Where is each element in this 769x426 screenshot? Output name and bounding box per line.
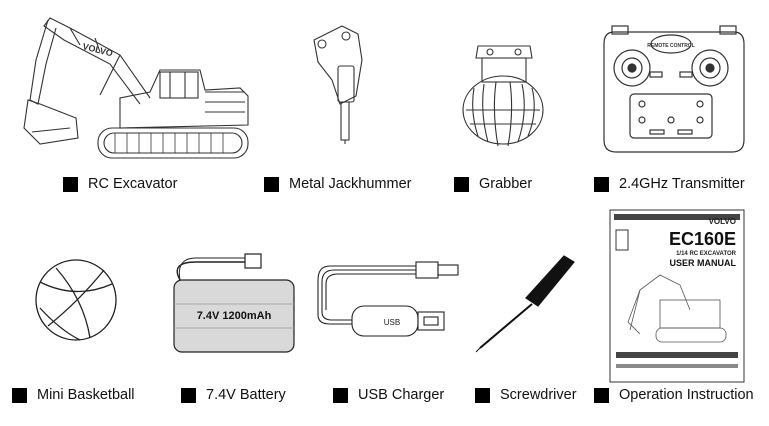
bullet-square [475, 387, 490, 403]
item-mini-basketball: Mini Basketball [12, 387, 135, 403]
usb-text: USB [384, 318, 400, 327]
item-transmitter: 2.4GHz Transmitter [594, 176, 745, 192]
bullet-square [333, 387, 348, 403]
bullet-square [594, 176, 609, 192]
manual-brand-text: VOLVO [709, 217, 736, 226]
operation-manual-drawing [609, 209, 745, 383]
item-rc-excavator: RC Excavator [63, 176, 177, 192]
item-label-text: 7.4V Battery [206, 387, 286, 403]
jackhammer-drawing [313, 25, 363, 144]
item-usb-charger: USB Charger [333, 387, 444, 403]
grabber-drawing [462, 45, 544, 147]
item-label-text: RC Excavator [88, 176, 178, 192]
item-label-text: Grabber [479, 176, 533, 192]
item-label-text: Screwdriver [500, 387, 577, 403]
item-metal-jackhammer: Metal Jackhummer [264, 176, 411, 192]
bullet-square [181, 387, 196, 403]
item-label-text: Metal Jackhummer [289, 176, 412, 192]
excavator-brand-text: VOLVO [82, 41, 114, 58]
transmitter-drawing [603, 25, 745, 153]
item-operation-instruction: Operation Instruction [594, 387, 754, 403]
bullet-square [264, 176, 279, 192]
usb-charger-drawing [317, 261, 459, 337]
screwdriver-drawing [475, 255, 575, 353]
basketball-drawing [35, 259, 117, 341]
manual-subtitle-text: 1/14 RC EXCAVATOR [676, 251, 737, 257]
bullet-square [454, 176, 469, 192]
item-label-text: Mini Basketball [37, 387, 135, 403]
bullet-square [594, 387, 609, 403]
item-label-text: Operation Instruction [619, 387, 754, 403]
item-label-text: 2.4GHz Transmitter [619, 176, 745, 192]
item-label-text: USB Charger [358, 387, 445, 403]
transmitter-logo-text: REMOTE CONTROL [647, 43, 695, 49]
item-battery: 7.4V Battery [181, 387, 286, 403]
item-grabber: Grabber [454, 176, 532, 192]
bullet-square [63, 176, 78, 192]
manual-title-text: USER MANUAL [670, 258, 737, 268]
manual-model-text: EC160E [669, 229, 736, 249]
item-screwdriver: Screwdriver [475, 387, 577, 403]
battery-label-text: 7.4V 1200mAh [197, 310, 272, 322]
rc-excavator-drawing [23, 17, 249, 159]
battery-drawing [173, 253, 295, 353]
bullet-square [12, 387, 27, 403]
